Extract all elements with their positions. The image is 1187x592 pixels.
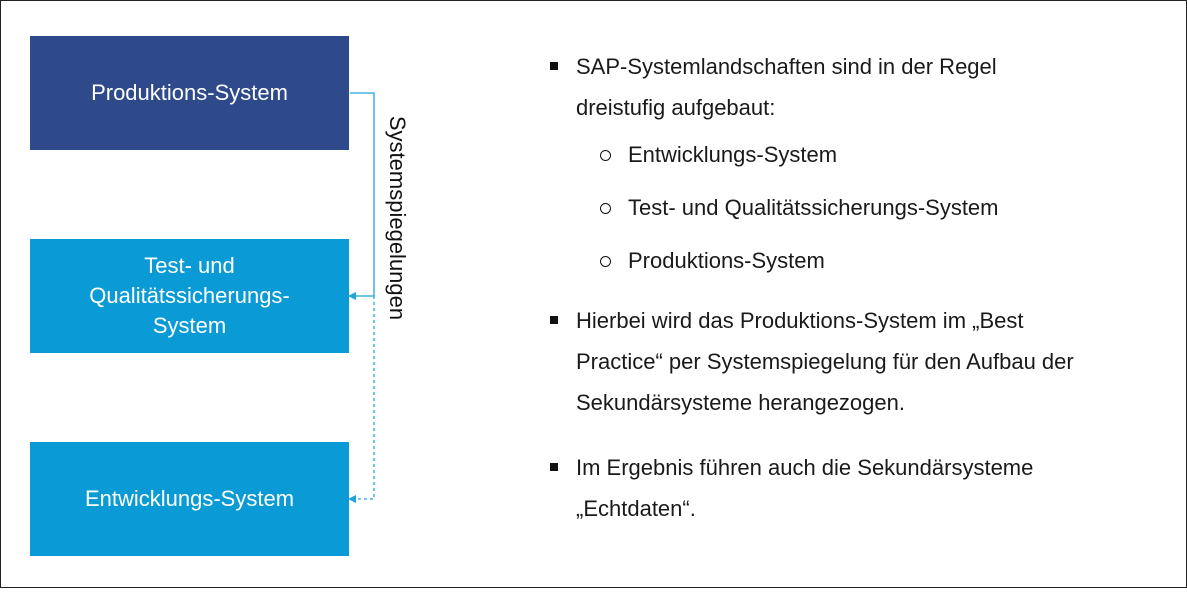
square-bullet-icon	[550, 316, 558, 324]
system-mirroring-label: Systemspiegelungen	[385, 115, 410, 321]
connector-test-to-dev	[352, 296, 375, 500]
test-system-label: Test- und Qualitätssicherungs- System	[89, 253, 290, 338]
sub-bullet-test: Test- und Qualitätssicherungs-System	[548, 193, 1168, 223]
development-system-label: Entwicklungs-System	[84, 486, 295, 511]
square-bullet-icon	[550, 463, 558, 471]
sub-bullet-production: Produktions-System	[548, 246, 1168, 276]
circle-bullet-icon	[600, 203, 611, 214]
arrowhead-test	[348, 292, 356, 300]
circle-bullet-icon	[600, 256, 611, 267]
production-system-label: Produktions-System	[91, 80, 288, 105]
sub-bullet-development: Entwicklungs-System	[548, 140, 1168, 170]
arrowhead-dev	[348, 495, 356, 503]
connector-prod-to-test	[350, 92, 375, 297]
circle-bullet-icon	[600, 150, 611, 161]
production-system-box: Produktions-System	[30, 36, 349, 150]
development-system-box: Entwicklungs-System	[30, 442, 349, 556]
bullet-intro: SAP-Systemlandschaften sind in der Regel…	[548, 46, 1168, 128]
bullet-best-practice: Hierbei wird das Produktions-System im „…	[548, 300, 1168, 423]
test-system-box: Test- und Qualitätssicherungs- System	[30, 239, 349, 353]
bullet-list: SAP-Systemlandschaften sind in der Regel…	[548, 46, 1168, 529]
bullet-result: Im Ergebnis führen auch die Sekundärsyst…	[548, 447, 1168, 529]
square-bullet-icon	[550, 62, 558, 70]
